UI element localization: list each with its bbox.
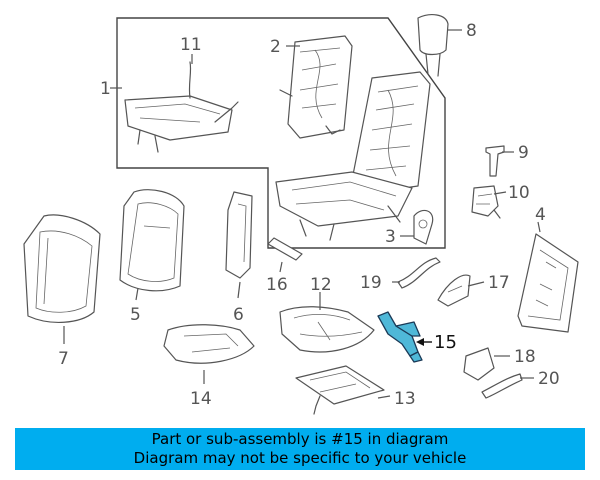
label-6: 6 xyxy=(233,305,244,325)
part-4-side-panel[interactable] xyxy=(517,233,579,333)
label-15: 15 xyxy=(434,332,457,353)
label-4: 4 xyxy=(535,205,546,225)
part-18-clip-cover[interactable] xyxy=(463,347,495,381)
label-14: 14 xyxy=(190,389,212,409)
label-16: 16 xyxy=(266,275,288,295)
part-12-seat-cushion[interactable] xyxy=(279,306,375,353)
arrow-15 xyxy=(416,338,424,346)
leader-lines xyxy=(63,29,541,399)
part-13-heater-mat[interactable] xyxy=(295,365,385,415)
part-9-bolt[interactable] xyxy=(485,145,505,177)
part-1-seat-assembly[interactable] xyxy=(275,71,431,241)
label-7: 7 xyxy=(58,349,69,369)
label-12: 12 xyxy=(310,275,332,295)
label-13: 13 xyxy=(394,389,416,409)
part-15-bracket-highlight[interactable] xyxy=(377,311,423,363)
part-19-cable[interactable] xyxy=(397,257,441,289)
banner-line-2: Diagram may not be specific to your vehi… xyxy=(133,449,467,467)
label-9: 9 xyxy=(518,143,529,163)
assembly-frame xyxy=(116,17,446,249)
part-7-seatback-cover[interactable] xyxy=(23,214,101,323)
label-1: 1 xyxy=(100,79,111,99)
label-10: 10 xyxy=(508,183,530,203)
label-18: 18 xyxy=(514,347,536,367)
info-banner: Part or sub-assembly is #15 in diagram D… xyxy=(15,428,585,470)
label-20: 20 xyxy=(538,369,560,389)
label-2: 2 xyxy=(270,37,281,57)
label-11: 11 xyxy=(180,35,202,55)
banner-line-1: Part or sub-assembly is #15 in diagram xyxy=(151,430,449,448)
part-16-trim-strip[interactable] xyxy=(267,237,303,261)
part-8-headrest[interactable] xyxy=(417,14,449,77)
part-14-cushion-pad[interactable] xyxy=(163,324,255,364)
label-5: 5 xyxy=(130,305,141,325)
part-2-seatback-frame[interactable] xyxy=(279,35,353,139)
part-6-side-pad[interactable] xyxy=(225,191,253,279)
part-20-trim-piece[interactable] xyxy=(481,373,523,399)
part-17-cover[interactable] xyxy=(437,274,471,307)
label-17: 17 xyxy=(488,273,510,293)
label-19: 19 xyxy=(360,273,382,293)
part-3-bushing[interactable] xyxy=(413,209,434,245)
part-5-seatback-pad[interactable] xyxy=(119,189,185,292)
label-8: 8 xyxy=(466,21,477,41)
diagram-canvas: 1 2 3 4 5 6 7 8 9 10 11 12 13 14 15 16 1… xyxy=(23,14,579,415)
part-10-bracket[interactable] xyxy=(471,185,501,219)
part-11-cushion-frame[interactable] xyxy=(124,61,239,153)
label-3: 3 xyxy=(385,227,396,247)
